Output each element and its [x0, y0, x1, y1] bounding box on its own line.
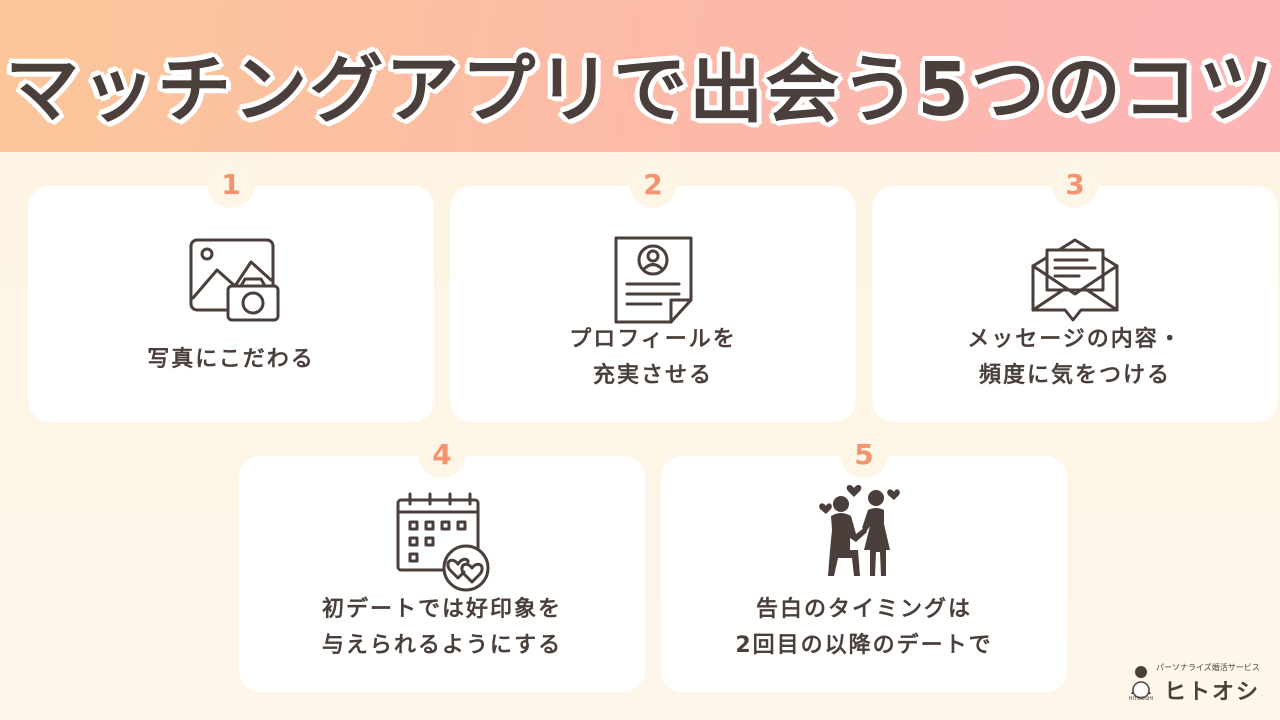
proposal-couple-icon — [814, 480, 914, 576]
profile-document-icon — [603, 236, 703, 326]
brand-logo: HITOOSHI パーソナライズ婚活サービス ヒトオシ — [1120, 660, 1260, 706]
calendar-hearts-icon — [392, 492, 492, 592]
tip-label: 告白のタイミングは 2回目の以降のデートで — [735, 597, 993, 658]
tip-card-4: 4 初デートでは好印象を 与えられるようにする — [239, 430, 645, 692]
tip-number: 4 — [432, 437, 452, 471]
tip-number-badge: 1 — [207, 160, 255, 208]
svg-text:HITOOSHI: HITOOSHI — [1129, 696, 1154, 702]
hitooshi-mascot-icon: HITOOSHI — [1120, 664, 1162, 702]
header-banner — [0, 0, 1280, 152]
tip-number-badge: 5 — [840, 430, 888, 478]
tip-card-1: 1 写真にこだわる — [28, 160, 434, 422]
tip-number: 3 — [1065, 167, 1085, 201]
tip-label: 初デートでは好印象を 与えられるようにする — [321, 597, 563, 658]
tip-number-badge: 4 — [418, 430, 466, 478]
tip-number-badge: 3 — [1051, 160, 1099, 208]
page-title: マッチングアプリで出会う5つのコツ — [5, 47, 1275, 133]
tip-card-2: 2 プロフィールを 充実させる — [450, 160, 856, 422]
logo-tagline: パーソナライズ婚活サービス — [1156, 663, 1260, 672]
envelope-message-icon — [1025, 236, 1125, 326]
photo-camera-icon — [181, 236, 281, 326]
tip-card-5: 5 告白のタイミングは 2回目の以降のデートで — [661, 430, 1067, 692]
tip-number: 1 — [221, 167, 241, 201]
tip-label: メッセージの内容・ 頻度に気をつける — [967, 327, 1183, 388]
tip-number: 2 — [643, 167, 663, 201]
tip-label: プロフィールを 充実させる — [569, 327, 737, 388]
tip-card-3: 3 メッセージの内容・ 頻度に気をつける — [872, 160, 1278, 422]
tip-number: 5 — [854, 437, 874, 471]
tip-number-badge: 2 — [629, 160, 677, 208]
logo-name: ヒトオシ — [1164, 680, 1261, 705]
tip-label: 写真にこだわる — [147, 347, 315, 372]
